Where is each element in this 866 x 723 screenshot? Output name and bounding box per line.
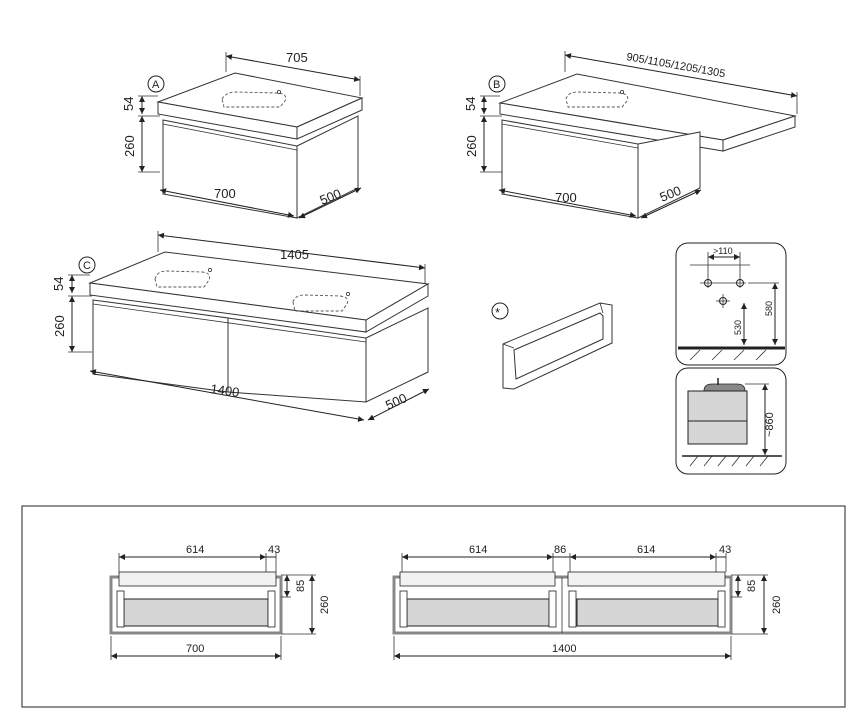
front-view-single: 614 43 85 260 700: [109, 544, 331, 660]
install-height-outlet: 530: [733, 320, 743, 335]
view-c-top-width: 1405: [280, 247, 309, 262]
view-c-drawer-left: [92, 299, 229, 393]
view-c-label-circle: [78, 256, 96, 274]
view-a-top-thickness: 54: [121, 97, 136, 111]
view-b-cabinet-height: 260: [464, 135, 479, 157]
double-rail-2: [548, 590, 557, 628]
install-height-supply: 580: [764, 301, 774, 316]
view-c-top-thickness: 54: [51, 277, 66, 291]
view-b-top-side: [722, 115, 796, 152]
view-b-label: B: [493, 79, 500, 91]
view-c-depth: 500: [383, 390, 409, 413]
single-rail-left: [116, 590, 125, 628]
frame-inner: [513, 312, 604, 380]
view-c-basin-left: [154, 270, 211, 288]
view-a: 705 54 260 700 500 A: [121, 50, 364, 219]
install-height-total: ~860: [764, 412, 776, 437]
view-a-cabinet-width: 700: [214, 186, 236, 201]
double-middle-gap: 86: [554, 544, 566, 556]
front-views-panel: [21, 505, 846, 708]
single-top-rail: [118, 571, 277, 587]
view-b-cabinet-width: 700: [555, 190, 577, 205]
double-rail-3: [568, 590, 577, 628]
single-inner-width: 614: [186, 544, 204, 556]
front-view-double: 614 86 614 43 85 260 1400: [392, 544, 783, 660]
basin-silhouette: [703, 383, 746, 392]
view-c: 1405 54 260 1400 500 C: [51, 231, 430, 422]
accessory-marker-circle: [491, 302, 509, 320]
view-c-label: C: [83, 260, 91, 272]
view-b-top-thickness: 54: [463, 97, 478, 111]
view-c-cabinet-width: 1400: [210, 381, 241, 400]
double-side-gap: 43: [719, 544, 731, 556]
double-top-rail-right: [567, 571, 726, 587]
double-inner-width-left: 614: [469, 544, 487, 556]
single-drawer: [123, 598, 269, 627]
cabinet-silhouette-top: [687, 390, 748, 422]
install-panel-1-border: [675, 242, 787, 366]
install-spacing: >110: [713, 246, 733, 256]
view-c-drawer-right: [227, 317, 367, 403]
accessory-marker: *: [495, 305, 500, 320]
single-width: 700: [186, 643, 204, 655]
double-inner-width-right: 614: [637, 544, 655, 556]
view-c-basin-right: [292, 294, 349, 312]
single-height: 260: [319, 596, 331, 614]
view-a-top-width: 705: [286, 50, 308, 65]
view-a-tap-hole: [276, 90, 281, 95]
view-c-cabinet-height: 260: [52, 315, 67, 337]
view-c-cabinet-side: [365, 307, 429, 403]
double-drawer-left: [406, 598, 550, 627]
double-height: 260: [771, 596, 783, 614]
single-rail-right: [267, 590, 276, 628]
view-b-top-width: 905/1105/1205/1305: [625, 51, 726, 80]
double-width: 1400: [552, 643, 576, 655]
install-panel-connections: >110 530 580: [675, 242, 787, 366]
double-drawer-right: [576, 598, 719, 627]
view-a-label: A: [152, 79, 160, 91]
accessory-frame: *: [491, 302, 613, 390]
view-b-label-circle: [488, 75, 506, 93]
view-a-top-side: [296, 97, 363, 140]
install-panel-2-border: [675, 367, 787, 475]
single-drawer-offset: 85: [295, 580, 307, 592]
view-a-basin-outline: [221, 91, 287, 108]
single-side-gap: 43: [268, 544, 280, 556]
double-drawer-offset: 85: [746, 580, 758, 592]
double-rail-1: [399, 590, 408, 628]
double-rail-4: [717, 590, 726, 628]
install-panel-height: ~860: [675, 367, 787, 475]
view-b: 905/1105/1205/1305 54 260 700 500 B: [463, 51, 798, 219]
view-a-label-circle: [147, 75, 165, 93]
cabinet-silhouette-drawer: [687, 420, 748, 445]
double-top-rail-left: [399, 571, 556, 587]
view-c-top-side: [365, 283, 429, 333]
view-a-cabinet-height: 260: [122, 135, 137, 157]
